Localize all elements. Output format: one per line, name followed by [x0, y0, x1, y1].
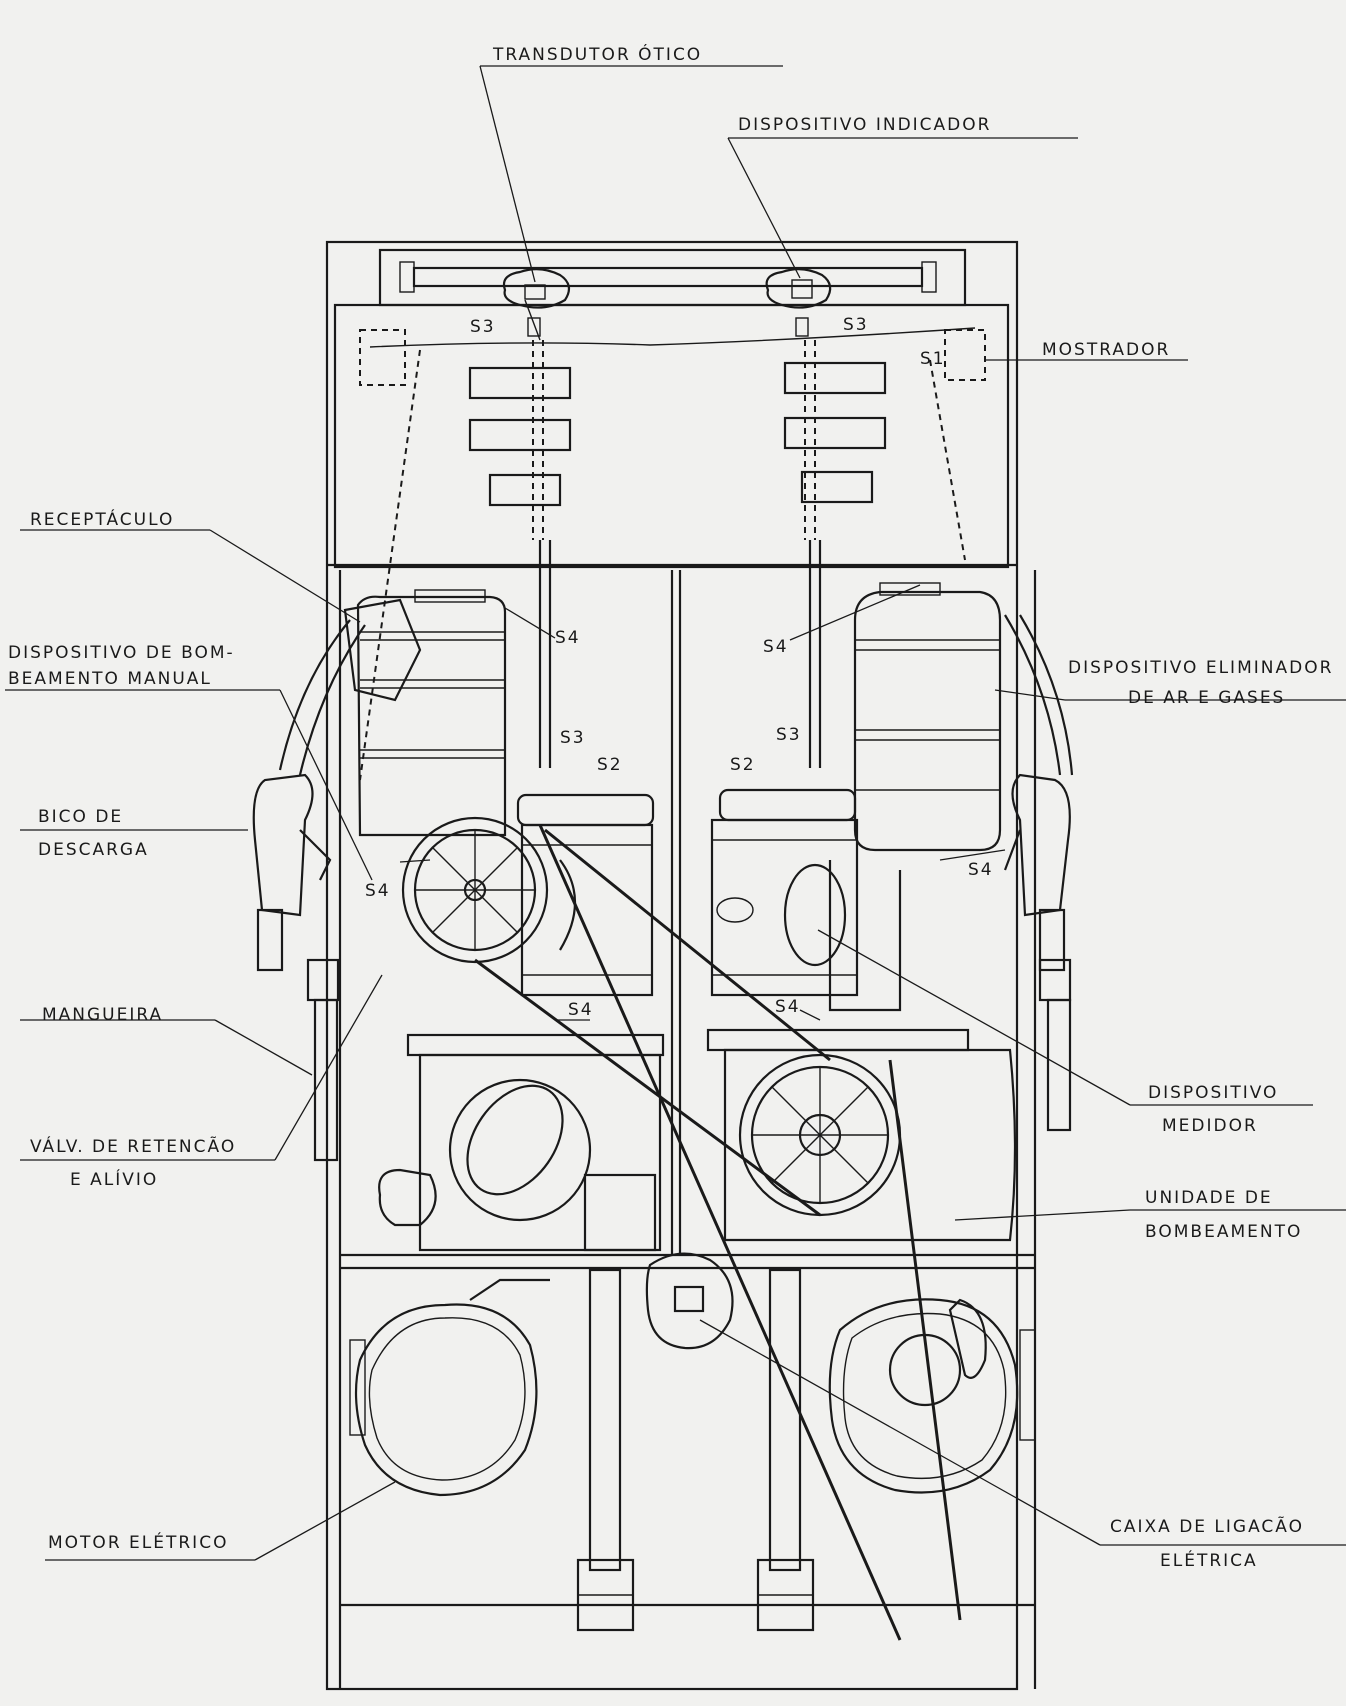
- switch-s1: S1: [920, 349, 946, 369]
- left-receptacle-tank: [343, 589, 507, 837]
- switch-s3-right-top: S3: [843, 315, 869, 335]
- electric-motor-right: [828, 1298, 1036, 1494]
- display-panel: [333, 303, 1010, 781]
- bottom-couplings: [576, 1268, 815, 1632]
- switch-s4-right-eliminator: S4: [968, 860, 994, 880]
- label-check-valve-1: VÁLV. DE RETENCÃO: [30, 1135, 236, 1157]
- label-junction-box-1: CAIXA DE LIGACÃO: [1110, 1515, 1304, 1537]
- switch-s3-left-top: S3: [470, 317, 496, 337]
- label-air-eliminator-1: DISPOSITIVO ELIMINADOR: [1068, 658, 1333, 678]
- top-rail: [378, 248, 967, 307]
- right-air-eliminator: [853, 582, 1002, 852]
- label-pump-unit-2: BOMBEAMENTO: [1145, 1222, 1302, 1242]
- label-check-valve-2: E ALÍVIO: [70, 1168, 158, 1190]
- cabinet-frame: [325, 240, 1037, 1691]
- label-display: MOSTRADOR: [1042, 340, 1170, 360]
- switch-s3-left-meter: S3: [560, 728, 586, 748]
- switch-s4-left-upper: S4: [555, 628, 581, 648]
- switch-s2-right-meter: S2: [730, 755, 756, 775]
- junction-box: [645, 1252, 734, 1350]
- nozzle-left: [252, 619, 366, 1162]
- label-hose: MANGUEIRA: [42, 1005, 163, 1025]
- label-meter-2: MEDIDOR: [1162, 1116, 1258, 1136]
- drive-belts: [474, 824, 962, 1641]
- label-junction-box-2: ELÉTRICA: [1160, 1549, 1258, 1571]
- leader-lines: [5, 65, 1346, 1561]
- switch-s3-right-meter: S3: [776, 725, 802, 745]
- switch-labels: S3 S3 S1 S4 S4 S3 S2 S3 S2 S4 S4 S4 S4: [365, 315, 994, 1020]
- switch-s4-left-pump: S4: [568, 1000, 594, 1020]
- label-nozzle-2: DESCARGA: [38, 840, 149, 860]
- pump-unit-left: [378, 1033, 665, 1252]
- left-meter: [516, 793, 655, 997]
- label-indicator-device: DISPOSITIVO INDICADOR: [738, 115, 991, 135]
- optical-transducer-right: [765, 268, 832, 337]
- switch-s4-right-upper: S4: [763, 637, 789, 657]
- label-air-eliminator-2: DE AR E GASES: [1128, 688, 1285, 708]
- pump-unit-right: [706, 1028, 1017, 1242]
- electric-motor-left: [349, 1278, 550, 1497]
- right-meter: [710, 788, 902, 1012]
- manual-pump-handwheel: [401, 816, 549, 964]
- meter-shafts: [538, 540, 822, 768]
- switch-s4-right-pump: S4: [775, 997, 801, 1017]
- label-meter-1: DISPOSITIVO: [1148, 1083, 1278, 1103]
- callout-labels: TRANSDUTOR ÓTICO DISPOSITIVO INDICADOR M…: [8, 43, 1333, 1571]
- switch-s4-left-handwheel: S4: [365, 881, 391, 901]
- label-manual-pump-2: BEAMENTO MANUAL: [8, 669, 212, 689]
- label-manual-pump-1: DISPOSITIVO DE BOM-: [8, 643, 235, 663]
- nozzle-right: [1003, 614, 1074, 1132]
- label-receptacle: RECEPTÁCULO: [30, 508, 174, 530]
- label-nozzle-1: BICO DE: [38, 807, 123, 827]
- label-electric-motor: MOTOR ELÉTRICO: [48, 1531, 228, 1553]
- switch-s2-left-meter: S2: [597, 755, 623, 775]
- label-pump-unit-1: UNIDADE DE: [1145, 1188, 1273, 1208]
- label-optical-transducer: TRANSDUTOR ÓTICO: [492, 43, 702, 65]
